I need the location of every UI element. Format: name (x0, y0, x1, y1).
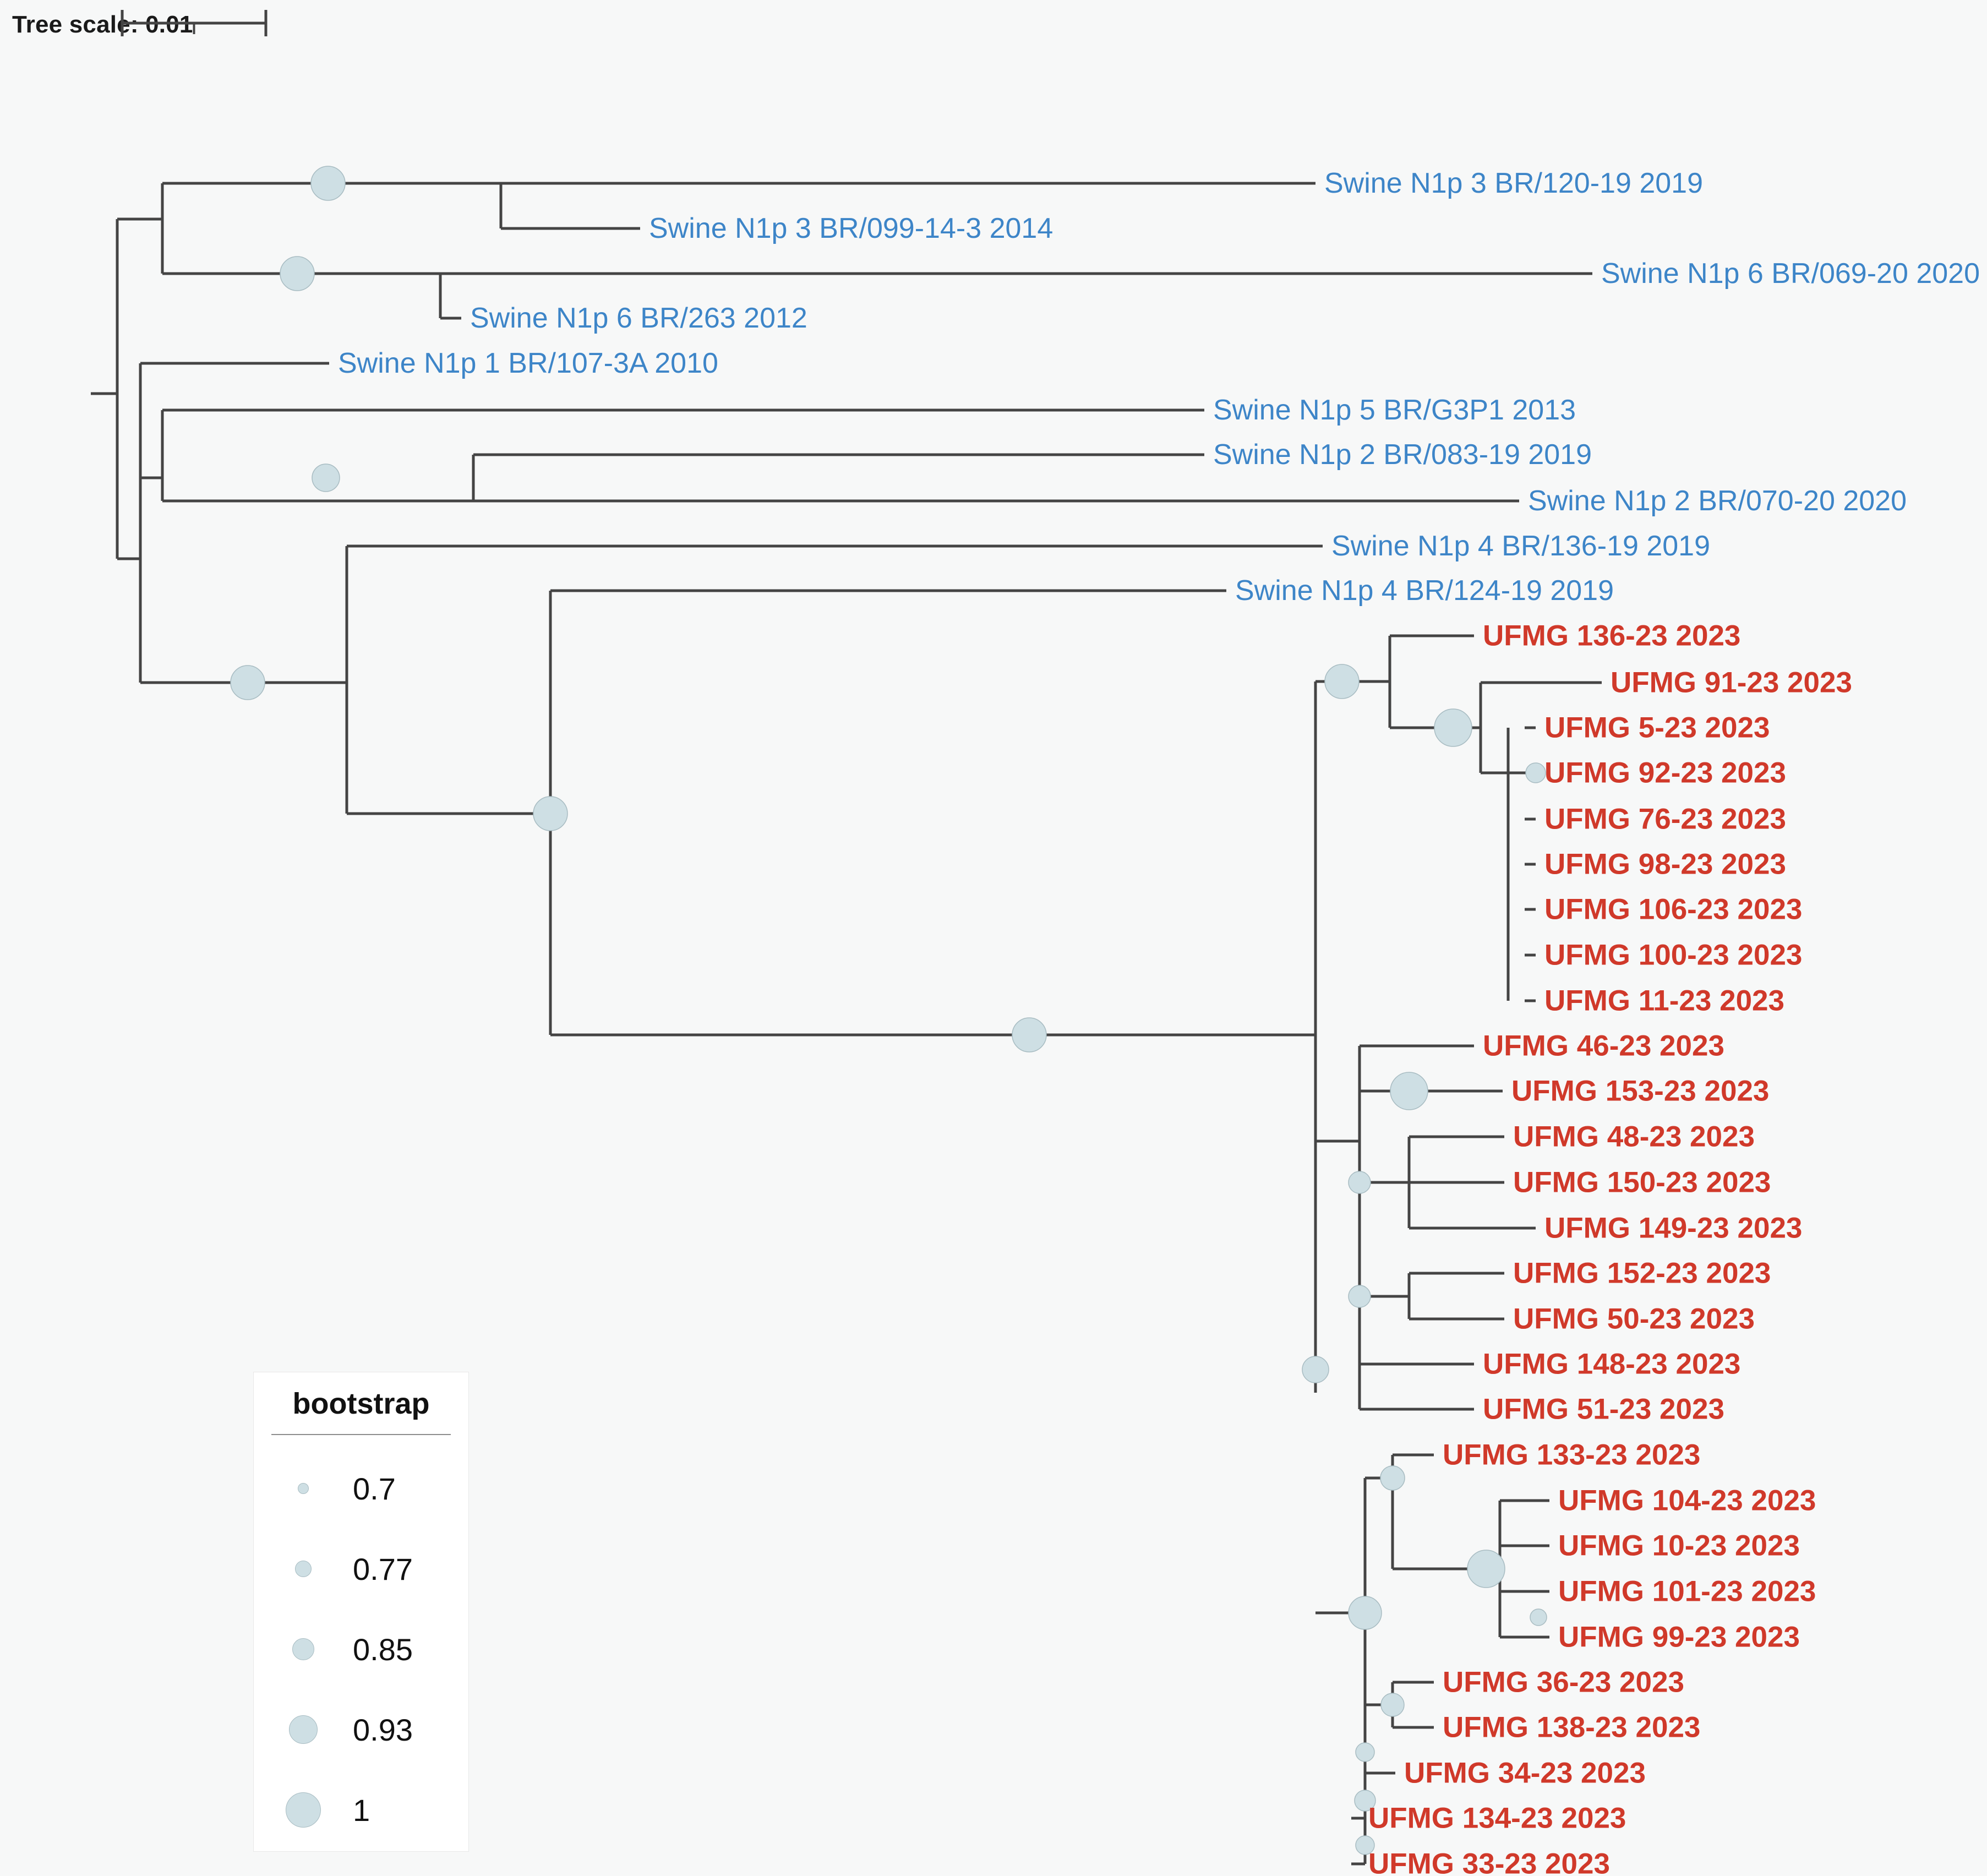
bootstrap-circle-icon (289, 1715, 318, 1744)
tip-label-u25[interactable]: UFMG 138-23 2023 (1443, 1711, 1701, 1744)
tip-label-u3[interactable]: UFMG 5-23 2023 (1544, 711, 1770, 744)
legend-node-icon (254, 1638, 353, 1660)
bootstrap-circle-icon (298, 1483, 309, 1494)
legend-title: bootstrap (292, 1387, 430, 1420)
bootstrap-node (312, 463, 340, 492)
tip-label-u9[interactable]: UFMG 11-23 2023 (1544, 984, 1785, 1017)
bootstrap-node (1348, 1596, 1382, 1630)
tip-label-u28[interactable]: UFMG 33-23 2023 (1368, 1847, 1610, 1876)
bootstrap-node (1434, 708, 1472, 747)
bootstrap-node (1355, 1742, 1375, 1762)
bootstrap-legend: bootstrap 0.7 0.77 0.85 0.93 1 (253, 1372, 469, 1852)
tip-label-u24[interactable]: UFMG 36-23 2023 (1443, 1666, 1684, 1699)
tip-label-u1[interactable]: UFMG 136-23 2023 (1483, 619, 1741, 652)
tip-label-u15[interactable]: UFMG 152-23 2023 (1513, 1257, 1771, 1290)
bootstrap-node (1348, 1171, 1371, 1194)
legend-row-2: 0.85 (254, 1609, 468, 1689)
tip-label-t6[interactable]: Swine N1p 5 BR/G3P1 2013 (1213, 394, 1576, 426)
bootstrap-circle-icon (295, 1561, 312, 1577)
legend-row-0: 0.7 (254, 1448, 468, 1529)
bootstrap-node (1348, 1285, 1371, 1308)
tip-label-u12[interactable]: UFMG 48-23 2023 (1513, 1120, 1755, 1153)
bootstrap-circle-icon (292, 1638, 314, 1660)
bootstrap-node (310, 166, 346, 201)
tip-label-t9[interactable]: Swine N1p 4 BR/136-19 2019 (1331, 530, 1711, 562)
legend-row-3: 0.93 (254, 1689, 468, 1770)
tip-label-u22[interactable]: UFMG 101-23 2023 (1558, 1575, 1816, 1608)
tip-label-u17[interactable]: UFMG 148-23 2023 (1483, 1348, 1741, 1381)
legend-entries: 0.7 0.77 0.85 0.93 1 (254, 1448, 468, 1850)
legend-value: 0.77 (353, 1551, 413, 1586)
legend-row-1: 0.77 (254, 1529, 468, 1609)
tip-label-u2[interactable]: UFMG 91-23 2023 (1611, 666, 1852, 699)
tip-label-u5[interactable]: UFMG 76-23 2023 (1544, 803, 1786, 836)
bootstrap-node (1525, 762, 1546, 783)
tip-label-u23[interactable]: UFMG 99-23 2023 (1558, 1621, 1800, 1654)
tip-label-u16[interactable]: UFMG 50-23 2023 (1513, 1302, 1755, 1335)
tip-label-u11[interactable]: UFMG 153-23 2023 (1511, 1075, 1770, 1108)
legend-divider (271, 1434, 451, 1435)
tip-label-t10[interactable]: Swine N1p 4 BR/124-19 2019 (1235, 575, 1614, 607)
bootstrap-node (1012, 1017, 1047, 1052)
tip-label-t3[interactable]: Swine N1p 6 BR/069-20 2020 (1601, 258, 1980, 290)
bootstrap-node (1380, 1465, 1405, 1491)
tip-label-u8[interactable]: UFMG 100-23 2023 (1544, 939, 1803, 972)
bootstrap-node (230, 665, 265, 700)
tip-label-u6[interactable]: UFMG 98-23 2023 (1544, 848, 1786, 881)
tip-label-t8[interactable]: Swine N1p 2 BR/070-20 2020 (1528, 485, 1907, 517)
bootstrap-node (1467, 1550, 1505, 1588)
scale-bar (121, 10, 268, 36)
bootstrap-node (1390, 1072, 1428, 1110)
bootstrap-node (1530, 1608, 1547, 1626)
bootstrap-nodes (230, 166, 1547, 1855)
legend-value: 0.93 (353, 1712, 413, 1747)
tip-label-u4[interactable]: UFMG 92-23 2023 (1544, 756, 1786, 789)
bootstrap-node (1355, 1835, 1375, 1855)
tree-branches (91, 182, 1602, 1866)
legend-value: 0.7 (353, 1471, 396, 1506)
tip-label-u26[interactable]: UFMG 34-23 2023 (1404, 1757, 1646, 1790)
legend-row-4: 1 (254, 1770, 468, 1850)
bootstrap-node (1354, 1790, 1376, 1812)
legend-value: 1 (353, 1792, 370, 1828)
tip-label-u18[interactable]: UFMG 51-23 2023 (1483, 1393, 1724, 1426)
tip-label-u13[interactable]: UFMG 150-23 2023 (1513, 1166, 1771, 1199)
bootstrap-node (1324, 664, 1360, 699)
legend-node-icon (254, 1792, 353, 1828)
bootstrap-circle-icon (286, 1792, 321, 1828)
tip-label-t2[interactable]: Swine N1p 3 BR/099-14-3 2014 (649, 212, 1053, 244)
tip-label-u7[interactable]: UFMG 106-23 2023 (1544, 893, 1803, 926)
tip-label-u10[interactable]: UFMG 46-23 2023 (1483, 1029, 1724, 1062)
tip-label-u27[interactable]: UFMG 134-23 2023 (1368, 1802, 1626, 1835)
tip-label-t4[interactable]: Swine N1p 6 BR/263 2012 (470, 302, 807, 334)
tip-label-t7[interactable]: Swine N1p 2 BR/083-19 2019 (1213, 439, 1592, 471)
bootstrap-node (1302, 1356, 1329, 1383)
bootstrap-node (280, 256, 315, 291)
tip-label-t5[interactable]: Swine N1p 1 BR/107-3A 2010 (338, 347, 718, 379)
legend-value: 0.85 (353, 1632, 413, 1667)
tip-label-u20[interactable]: UFMG 104-23 2023 (1558, 1484, 1816, 1517)
legend-node-icon (254, 1715, 353, 1744)
tip-label-u21[interactable]: UFMG 10-23 2023 (1558, 1529, 1800, 1562)
tip-label-t1[interactable]: Swine N1p 3 BR/120-19 2019 (1324, 167, 1704, 199)
bootstrap-node (1380, 1693, 1405, 1717)
legend-node-icon (254, 1561, 353, 1577)
tip-label-u19[interactable]: UFMG 133-23 2023 (1443, 1438, 1701, 1471)
bootstrap-node (533, 796, 568, 831)
tip-label-u14[interactable]: UFMG 149-23 2023 (1544, 1212, 1803, 1245)
legend-node-icon (254, 1483, 353, 1494)
